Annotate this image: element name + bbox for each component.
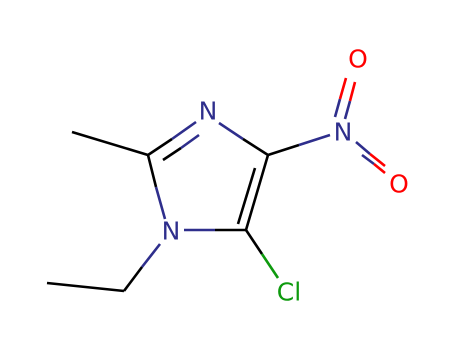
atom-label-o-right: O bbox=[389, 170, 409, 199]
bond-nitro-o-right bbox=[355, 141, 386, 175]
bond-n1-ethyl bbox=[122, 243, 162, 292]
atom-label-n1: N bbox=[162, 217, 181, 246]
atom-label-cl: Cl bbox=[277, 278, 301, 307]
atom-label-o-top: O bbox=[348, 45, 368, 74]
bond-c2-n3-double bbox=[147, 120, 200, 162]
bond-c4-c5-double bbox=[236, 154, 270, 231]
bond-nitro-o-top-double bbox=[333, 77, 357, 120]
bond-methyl-c2 bbox=[71, 130, 149, 157]
atom-label-n-nitro: N bbox=[334, 118, 353, 147]
bond-c5-cl bbox=[244, 229, 280, 279]
bond-ethyl-methyl bbox=[46, 281, 125, 293]
bond-n1-c2 bbox=[146, 154, 167, 220]
bond-n3-c4 bbox=[218, 121, 269, 157]
bond-c4-nitro bbox=[267, 133, 331, 157]
atom-label-n-ring: N bbox=[199, 97, 218, 126]
